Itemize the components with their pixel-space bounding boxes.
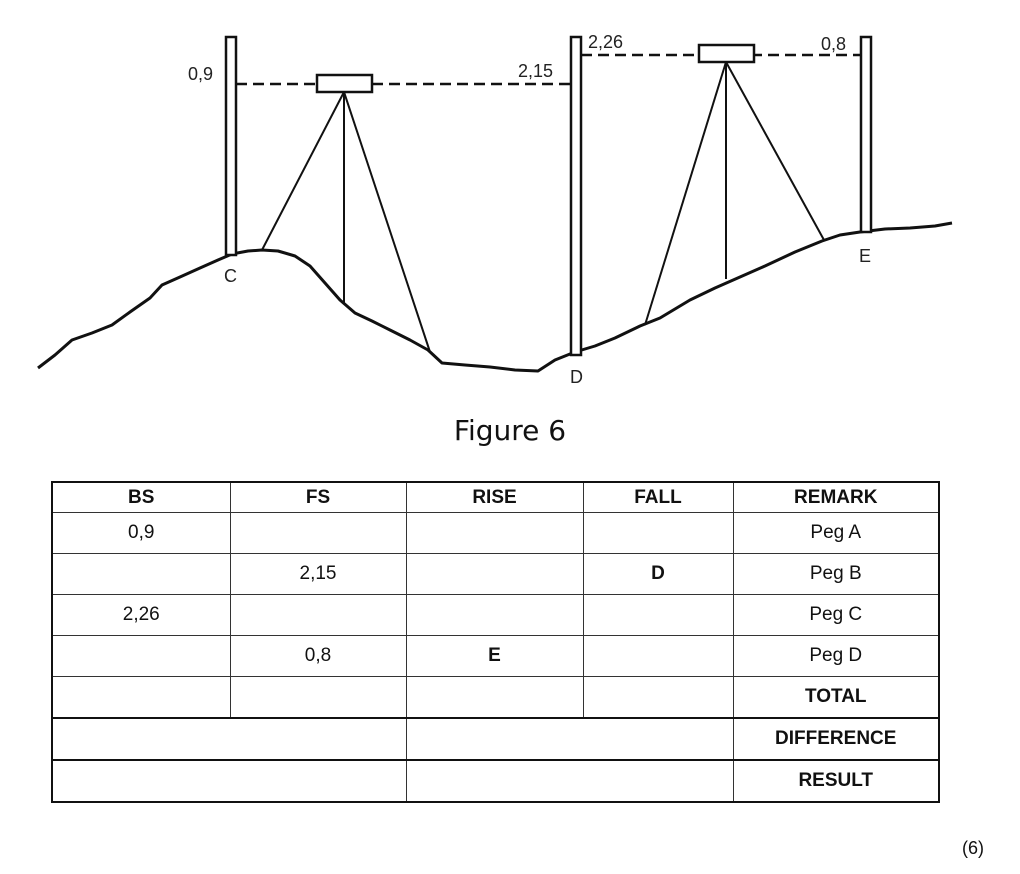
- cell-fs: 2,15: [229, 553, 407, 595]
- header-remark: REMARK: [732, 481, 940, 513]
- staff-d: [569, 35, 583, 357]
- cell-rise: [405, 512, 584, 554]
- point-label-e: E: [859, 246, 871, 266]
- table-row: 2,15 D Peg B: [51, 553, 940, 595]
- difference-row: DIFFERENCE: [51, 717, 940, 761]
- cell-total-fall: [582, 676, 734, 719]
- reading-bs-d: 2,26: [588, 32, 623, 52]
- header-bs: BS: [51, 481, 231, 513]
- cell-fall: [582, 512, 734, 554]
- point-label-d: D: [570, 367, 583, 387]
- result-row: RESULT: [51, 759, 940, 803]
- cell-fs: 0,8: [229, 635, 407, 677]
- cell-fall: [582, 594, 734, 636]
- staff-e: [859, 35, 873, 234]
- staff-c: [224, 35, 238, 257]
- levelling-diagram-svg: 0,9 2,15 2,26 0,8 C D E: [37, 32, 953, 387]
- cell-remark: Peg D: [732, 635, 940, 677]
- cell-total-bs: [51, 676, 231, 719]
- total-row: TOTAL: [51, 676, 940, 719]
- level-instrument-1: [261, 73, 431, 353]
- cell-fs: [229, 594, 407, 636]
- cell-difference-rise-fall: [405, 717, 734, 761]
- reading-bs-c: 0,9: [188, 64, 213, 84]
- table-row: 0,9 Peg A: [51, 512, 940, 554]
- cell-bs: [51, 553, 231, 595]
- cell-result-bs-fs: [51, 759, 407, 803]
- cell-rise: [405, 594, 584, 636]
- levelling-diagram: 0,9 2,15 2,26 0,8 C D E: [0, 0, 1020, 400]
- cell-fall-answer-d: D: [582, 553, 734, 595]
- difference-label: DIFFERENCE: [732, 717, 940, 761]
- table-row: 0,8 E Peg D: [51, 635, 940, 677]
- header-fs: FS: [229, 481, 407, 513]
- header-rise: RISE: [405, 481, 584, 513]
- reading-fs-e: 0,8: [821, 34, 846, 54]
- cell-result-rise-fall: [405, 759, 734, 803]
- table-row: 2,26 Peg C: [51, 594, 940, 636]
- table-header-row: BS FS RISE FALL REMARK: [51, 481, 940, 513]
- cell-fall: [582, 635, 734, 677]
- result-label: RESULT: [732, 759, 940, 803]
- figure-caption: Figure 6: [453, 414, 567, 447]
- cell-fs: [229, 512, 407, 554]
- ground-profile: [37, 221, 953, 373]
- marks-allocation: (6): [962, 838, 984, 858]
- cell-remark: Peg B: [732, 553, 940, 595]
- level-instrument-2: [644, 43, 825, 326]
- cell-difference-bs-fs: [51, 717, 407, 761]
- header-fall: FALL: [582, 481, 734, 513]
- cell-rise-answer-e: E: [405, 635, 584, 677]
- point-label-c: C: [224, 266, 237, 286]
- cell-remark: Peg A: [732, 512, 940, 554]
- cell-bs: 0,9: [51, 512, 231, 554]
- cell-bs: 2,26: [51, 594, 231, 636]
- levelling-table: BS FS RISE FALL REMARK 0,9 Peg A 2,15 D …: [51, 481, 940, 803]
- reading-fs-d: 2,15: [518, 61, 553, 81]
- cell-rise: [405, 553, 584, 595]
- cell-bs: [51, 635, 231, 677]
- cell-total-fs: [229, 676, 407, 719]
- cell-total-rise: [405, 676, 584, 719]
- total-label: TOTAL: [732, 676, 940, 719]
- cell-remark: Peg C: [732, 594, 940, 636]
